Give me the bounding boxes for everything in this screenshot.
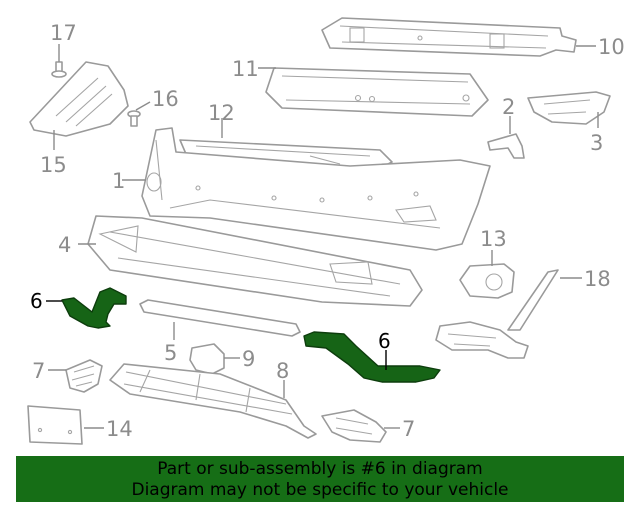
part-17-bolt[interactable] bbox=[51, 61, 67, 78]
callout-4: 4 bbox=[58, 233, 71, 257]
part-3-side-bracket[interactable] bbox=[527, 91, 611, 125]
part-1-bumper-fascia[interactable] bbox=[141, 127, 491, 251]
callout-2: 2 bbox=[502, 95, 515, 119]
callout-17: 17 bbox=[50, 21, 77, 45]
callout-5: 5 bbox=[164, 341, 177, 365]
callout-16: 16 bbox=[152, 87, 179, 111]
callout-7-left: 7 bbox=[32, 359, 45, 383]
callout-7-right: 7 bbox=[402, 417, 415, 441]
part-18-tow-bracket[interactable] bbox=[435, 269, 559, 359]
callout-6-left: 6 bbox=[30, 289, 43, 313]
part-6-left-bracket-highlighted[interactable] bbox=[61, 287, 127, 329]
part-12-fascia-support[interactable] bbox=[179, 139, 393, 171]
callout-13: 13 bbox=[480, 227, 507, 251]
part-7-right-grille-insert[interactable] bbox=[321, 409, 387, 443]
callout-3: 3 bbox=[590, 131, 603, 155]
part-4-lower-fascia[interactable] bbox=[87, 215, 423, 307]
callout-18: 18 bbox=[584, 267, 611, 291]
bumper-parts-diagram: 10 11 12 1 4 2 bbox=[27, 17, 625, 445]
part-9-cover[interactable] bbox=[189, 343, 225, 375]
part-5-trim-strip[interactable] bbox=[139, 299, 301, 337]
part-7-left-grille-insert[interactable] bbox=[65, 359, 103, 393]
notice-banner: Part or sub-assembly is #6 in diagram Di… bbox=[16, 456, 624, 502]
part-6-right-bracket-highlighted[interactable] bbox=[303, 331, 441, 383]
callout-11: 11 bbox=[232, 57, 259, 81]
callout-14: 14 bbox=[106, 417, 133, 441]
part-15-splash-shield[interactable] bbox=[29, 61, 129, 137]
part-14-license-bracket[interactable] bbox=[27, 405, 83, 445]
callout-12: 12 bbox=[208, 101, 235, 125]
callout-15: 15 bbox=[40, 153, 67, 177]
callout-10: 10 bbox=[598, 35, 625, 59]
callout-6-right: 6 bbox=[378, 329, 391, 353]
part-11-upper-bracket[interactable] bbox=[265, 67, 489, 117]
callout-9: 9 bbox=[242, 347, 255, 371]
callout-1: 1 bbox=[112, 169, 125, 193]
part-2-small-bracket[interactable] bbox=[487, 133, 525, 159]
callout-8: 8 bbox=[276, 359, 289, 383]
part-10-reinforcement-beam[interactable] bbox=[321, 17, 577, 57]
banner-line-2: Diagram may not be specific to your vehi… bbox=[131, 480, 509, 500]
banner-line-1: Part or sub-assembly is #6 in diagram bbox=[157, 459, 483, 479]
part-8-lower-grille[interactable] bbox=[109, 363, 317, 439]
part-13-fog-bezel[interactable] bbox=[459, 263, 515, 299]
part-16-bolt[interactable] bbox=[127, 110, 141, 127]
